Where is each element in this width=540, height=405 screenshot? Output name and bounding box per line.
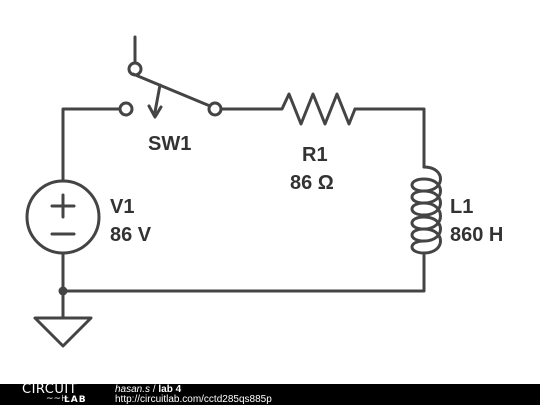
ground-icon	[33, 316, 93, 348]
right-wire-top	[353, 107, 426, 169]
inductor-label: L1	[450, 196, 473, 218]
voltage-source-value: 86 V	[110, 224, 152, 246]
logo-text-circuit: CIRCUIT	[22, 382, 78, 397]
voltage-source-v1	[25, 179, 101, 255]
switch-left-terminal	[118, 101, 134, 117]
circuit-url-link[interactable]: http://circuitlab.com/cctd285qs885p	[115, 394, 272, 405]
switch-label: SW1	[148, 133, 191, 155]
switch-actuator-terminal	[127, 61, 143, 77]
resistor-r1	[273, 92, 357, 126]
circuit-title[interactable]: lab 4	[158, 384, 182, 395]
ground-symbol	[33, 286, 93, 348]
left-wire-top	[61, 107, 122, 182]
circuit-schematic: SW1 R1 86 Ω V1 86 V L1 860 H	[25, 35, 503, 348]
voltage-source-circle	[25, 179, 101, 255]
circuitlab-logo[interactable]: CIRCUIT ~~⊢ LAB	[22, 382, 92, 405]
switch-blade	[131, 72, 212, 108]
inductor-l1	[410, 165, 442, 267]
author-name[interactable]: hasan.s	[115, 384, 151, 395]
logo-text-lab: LAB	[64, 395, 87, 405]
footer-bar: CIRCUIT ~~⊢ LAB hasan.s / lab 4 http://c…	[0, 382, 540, 405]
bottom-wire	[61, 263, 426, 293]
switch-right-terminal	[207, 101, 223, 117]
logo-resistor-icon: ~~⊢	[46, 394, 69, 404]
voltage-source-label: V1	[110, 196, 134, 218]
meta-separator: /	[150, 384, 159, 395]
resistor-label: R1	[302, 144, 328, 166]
inductor-value: 860 H	[450, 224, 503, 246]
switch-arrow-head	[147, 104, 163, 119]
wires	[61, 107, 426, 293]
switch-sw1	[118, 35, 223, 119]
resistor-value: 86 Ω	[290, 172, 334, 194]
switch-arrow-icon	[153, 83, 162, 114]
circuit-meta: hasan.s / lab 4 http://circuitlab.com/cc…	[115, 385, 272, 405]
